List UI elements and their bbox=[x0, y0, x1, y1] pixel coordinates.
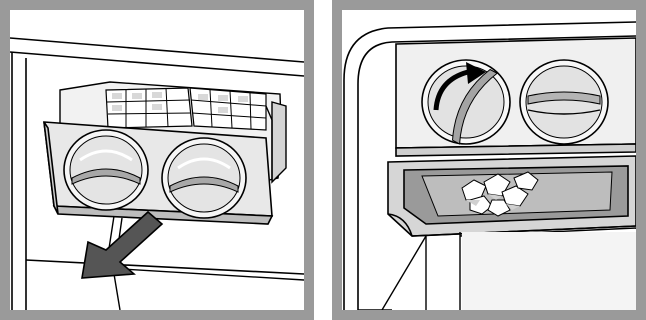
remove-tray-drawing bbox=[10, 37, 304, 310]
interior-highlight bbox=[462, 232, 636, 310]
freezer-cabinet bbox=[10, 37, 304, 310]
panel-twist-knob bbox=[332, 0, 646, 320]
twist-knob-left bbox=[63, 129, 149, 211]
twist-knob-drawing bbox=[343, 21, 636, 310]
arrow-down-left-icon bbox=[81, 210, 164, 279]
twist-knob bbox=[519, 59, 609, 145]
twist-knob-with-arrow bbox=[421, 59, 511, 145]
rotate-clockwise-icon bbox=[433, 62, 486, 111]
ice-cubes bbox=[461, 171, 539, 217]
panel-remove-tray bbox=[0, 0, 314, 320]
ice-cube-tray bbox=[105, 87, 267, 131]
freezer-cabinet bbox=[343, 21, 636, 310]
twist-knob-right bbox=[161, 137, 247, 219]
